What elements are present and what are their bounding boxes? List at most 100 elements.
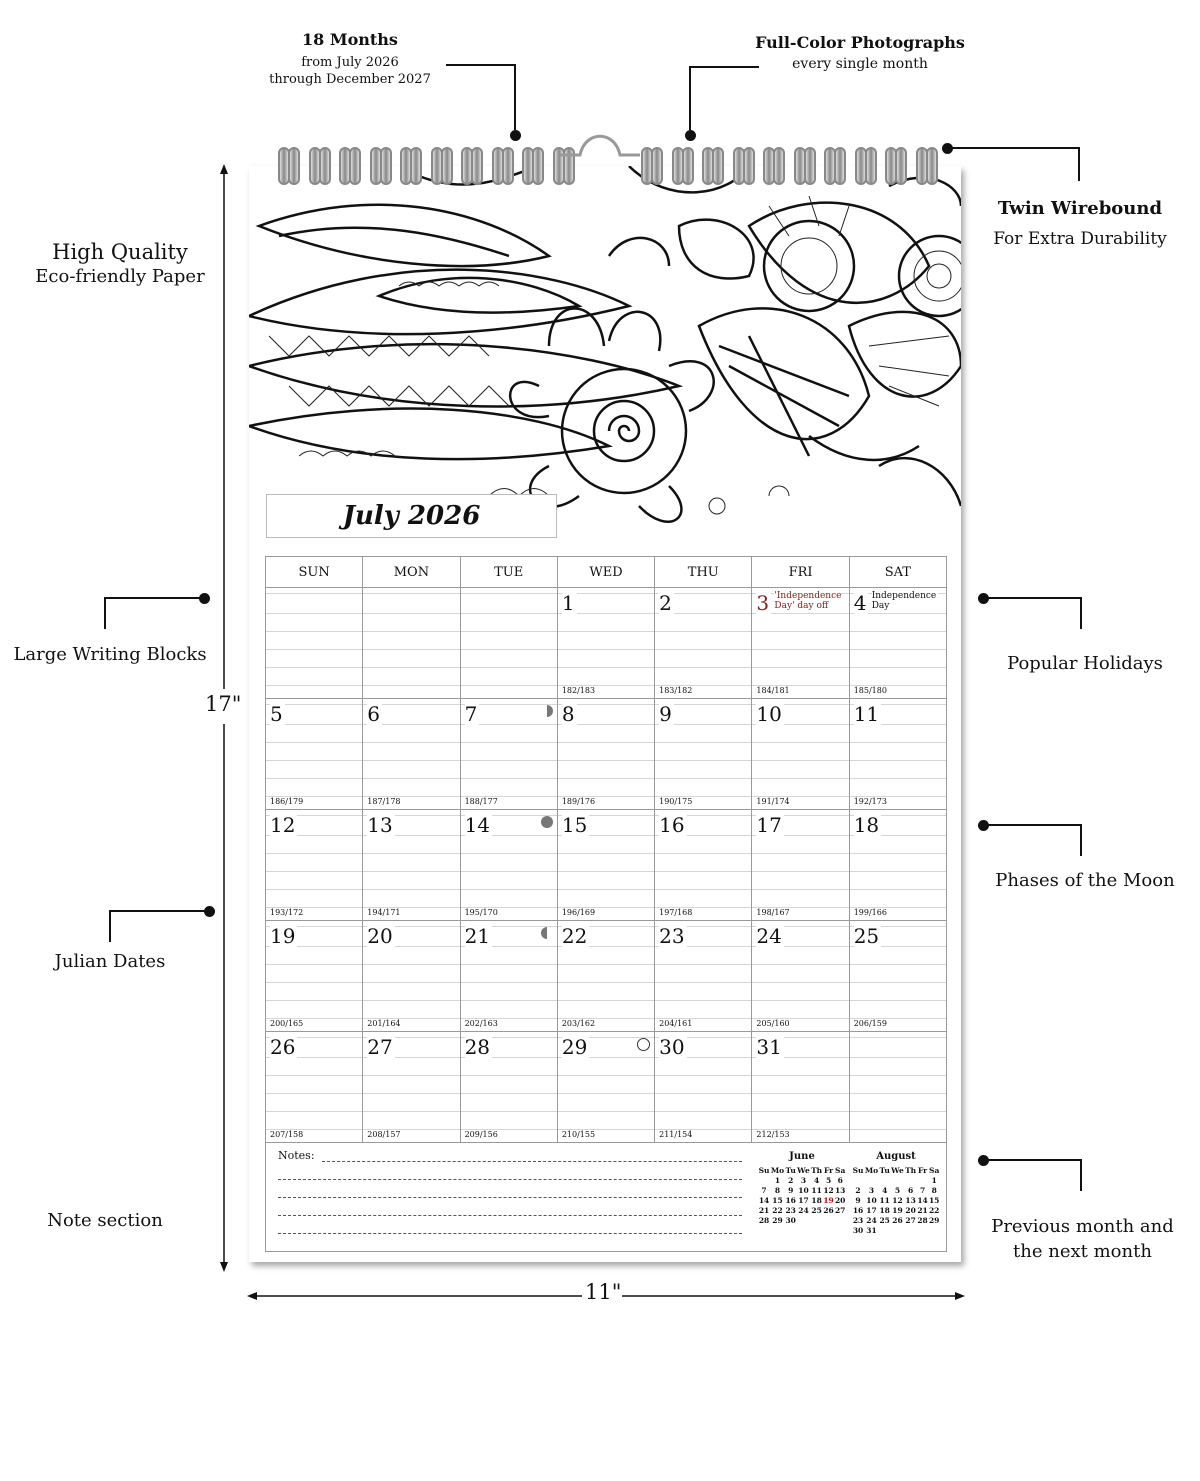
mini-weekday: Mo: [864, 1165, 879, 1175]
callout-notes-title: Note section: [47, 1210, 163, 1231]
mini-day: [810, 1215, 822, 1225]
notes-line[interactable]: [278, 1179, 742, 1180]
binding-coil: [440, 147, 453, 185]
day-cell[interactable]: [849, 1032, 946, 1142]
mini-day: [758, 1175, 770, 1185]
mini-day: 20: [834, 1195, 846, 1205]
mini-day: 28: [758, 1215, 770, 1225]
mini-day: 2: [788, 1175, 794, 1185]
day-cell[interactable]: [266, 588, 364, 698]
day-number: 12: [270, 813, 298, 837]
leader-months-v: [514, 64, 516, 130]
day-number: 25: [853, 924, 882, 948]
julian-date: 199/166: [853, 908, 887, 917]
mini-day: 15: [772, 1195, 783, 1205]
leader-prevnext-v: [1080, 1159, 1082, 1191]
julian-date: 187/178: [367, 797, 401, 806]
mini-weekday: Fr: [917, 1165, 928, 1175]
binding-coil: [651, 147, 663, 185]
day-number: 9: [659, 702, 674, 726]
notes-line[interactable]: [322, 1161, 742, 1162]
binding-coil: [501, 147, 514, 185]
notes-line[interactable]: [278, 1197, 742, 1198]
leader-julian-v: [109, 910, 111, 942]
moon-phase-last-quarter-icon: [540, 927, 553, 939]
day-number: 16: [659, 813, 687, 837]
julian-date: 195/170: [464, 908, 498, 917]
weekday-mon: MON: [363, 557, 461, 587]
callout-wirebound-title: Twin Wirebound: [997, 198, 1163, 219]
mini-day: 21: [758, 1205, 770, 1215]
mini-day: 1: [931, 1175, 937, 1185]
callout-photos-title: Full-Color Photographs: [755, 33, 965, 52]
notes-label: Notes:: [278, 1149, 315, 1162]
leader-moon-h: [983, 824, 1082, 826]
mini-day: [823, 1215, 835, 1225]
mini-day: 2: [855, 1185, 861, 1195]
mini-day: 5: [894, 1185, 901, 1195]
mini-day: 14: [758, 1195, 770, 1205]
julian-date: 185/180: [853, 686, 887, 695]
leader-julian-h: [109, 910, 209, 912]
mini-day: [890, 1225, 904, 1235]
mini-day: 4: [814, 1175, 820, 1185]
leader-months-dot: [510, 130, 521, 141]
mini-day: 18: [879, 1205, 890, 1215]
callout-paper: High Quality Eco-friendly Paper: [10, 240, 230, 287]
julian-date: 210/155: [561, 1130, 596, 1139]
binding-coil: [742, 147, 755, 185]
callout-months-line2: through December 2027: [269, 72, 431, 87]
mini-day: 24: [798, 1205, 809, 1215]
mini-weekday: Su: [758, 1165, 770, 1175]
julian-date: 208/157: [367, 1130, 401, 1139]
notes-line[interactable]: [278, 1215, 742, 1216]
day-number: 24: [756, 924, 784, 948]
mini-day: 4: [882, 1185, 888, 1195]
day-cell[interactable]: [460, 588, 558, 698]
binding-coil: [318, 147, 331, 185]
moon-phase-full-icon: [637, 1038, 651, 1051]
weekday-thu: THU: [655, 557, 753, 587]
day-cell[interactable]: [363, 588, 461, 698]
binding-coil: [712, 147, 724, 185]
day-number: 1: [561, 591, 577, 615]
callout-holidays: Popular Holidays: [985, 653, 1185, 674]
notes-line[interactable]: [278, 1233, 742, 1234]
day-number: 11: [853, 702, 882, 726]
julian-date: 201/164: [367, 1019, 401, 1028]
coloring-art-image: July 2026: [249, 166, 961, 538]
mini-day: 14: [917, 1195, 928, 1205]
callout-wirebound: Twin Wirebound For Extra Durability: [975, 198, 1185, 249]
